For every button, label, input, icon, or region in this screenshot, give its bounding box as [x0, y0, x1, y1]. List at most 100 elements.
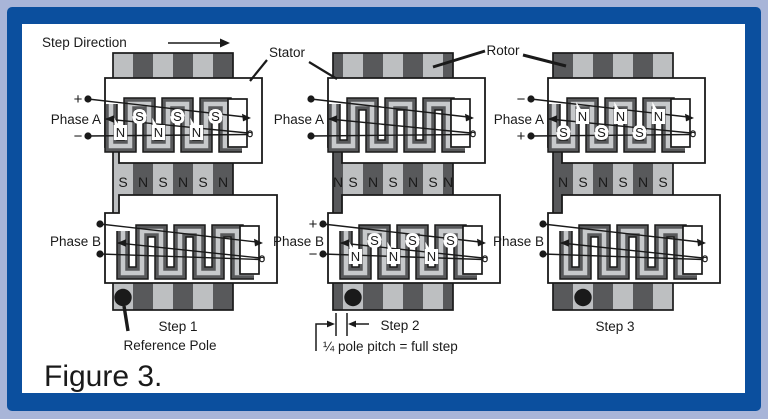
rotor-pole-letter: S	[118, 174, 127, 190]
rotor-pole-letter: S	[428, 174, 437, 190]
wire-end-loop	[259, 256, 265, 263]
coil-pole-letter-top: S	[173, 109, 182, 124]
rotor-pole-letter: N	[368, 174, 378, 190]
coil-wire	[548, 118, 692, 134]
reference-pole-label: Reference Pole	[123, 338, 216, 353]
core-end-plate	[227, 98, 248, 148]
coil-pole-letter-bottom: N	[389, 249, 398, 264]
wire-arrow-left-icon	[105, 115, 114, 123]
pitch-arrow-right-icon	[327, 320, 335, 328]
terminal-dot-bottom	[539, 250, 547, 258]
terminal-dot-bottom	[84, 132, 92, 140]
stator-pointer-right	[308, 61, 338, 80]
wire-arrow-icon	[685, 113, 694, 122]
coil-wire	[87, 133, 249, 137]
polarity-sign-bottom: −	[309, 246, 318, 263]
rotor-pole-letter: S	[388, 174, 397, 190]
terminal-dot-bottom	[307, 132, 315, 140]
phase-label: Phase A	[494, 112, 544, 127]
coil-wire	[99, 223, 258, 243]
polarity-sign-bottom: +	[517, 128, 526, 145]
coil-wire	[542, 223, 701, 243]
wire-end-loop	[482, 256, 488, 263]
coil-pole-letter-bottom: N	[116, 125, 125, 140]
coil-pole-letter-top: N	[578, 109, 587, 124]
reference-pole-dot	[344, 288, 362, 307]
coil-pole-letter-bottom: S	[559, 125, 568, 140]
core-teeth-inner	[563, 228, 697, 276]
coil-wire	[99, 253, 261, 261]
terminal-dot-bottom	[527, 132, 535, 140]
stator-phase-b: Phase B	[493, 194, 721, 284]
rotor-pole-letter: S	[618, 174, 627, 190]
coil-wire	[322, 223, 481, 243]
rotor-outline	[332, 52, 454, 311]
coil-wire	[87, 98, 246, 118]
core-end-plate	[462, 225, 483, 275]
rotor-pole-letter: S	[348, 174, 357, 190]
coil-pole-letter-bottom: S	[635, 125, 644, 140]
core-teeth-inner	[120, 228, 254, 276]
terminal-dot-top	[307, 95, 315, 103]
core-teeth-inner	[331, 101, 465, 149]
rotor-pole-letter: N	[443, 174, 453, 190]
figure-label: Figure 3.	[44, 360, 162, 393]
rotor-pole-letter: N	[138, 174, 148, 190]
terminal-dot-top	[84, 95, 92, 103]
coil-pole-letter-top: N	[616, 109, 625, 124]
pitch-elbow-line	[315, 323, 329, 351]
polarity-sign-bottom: −	[74, 128, 83, 145]
rotor-outline	[552, 52, 674, 311]
wire-arrow-icon	[697, 238, 706, 247]
rotor-pointer-left	[432, 49, 486, 69]
coil-wire	[328, 118, 472, 134]
coil-wire	[530, 98, 689, 118]
wire-arrow-icon	[242, 113, 251, 122]
core-teeth-inner	[551, 101, 685, 149]
coil-pole-letter-bottom: N	[427, 249, 436, 264]
step-direction-label: Step Direction	[42, 35, 127, 50]
phase-label: Phase A	[51, 112, 101, 127]
rotor-pole-letter: N	[408, 174, 418, 190]
rotor-pole-letter: S	[578, 174, 587, 190]
reference-pole-dot	[574, 288, 592, 307]
wire-end-loop	[702, 256, 708, 263]
rotor-pole-dark	[333, 53, 343, 310]
rotor-pole-letter: N	[558, 174, 568, 190]
terminal-dot-top	[319, 220, 327, 228]
core-teeth-inner	[108, 101, 242, 149]
wire-arrow-icon	[465, 113, 474, 122]
phase-label: Phase B	[50, 234, 101, 249]
rotor-pointer-right	[522, 53, 567, 68]
coil-wire	[310, 98, 469, 118]
rotor-label: Rotor	[486, 43, 520, 58]
rotor-pole-letter: N	[638, 174, 648, 190]
coil-wire	[340, 242, 484, 259]
coil-wire	[117, 242, 261, 259]
rotor-pole-letter: S	[198, 174, 207, 190]
coil-pole-letter-top: S	[211, 109, 220, 124]
stator-label: Stator	[269, 45, 306, 60]
wire-arrow-left-icon	[560, 239, 569, 247]
polarity-sign-top: +	[74, 91, 83, 108]
coil-pole-letter-bottom: S	[597, 125, 606, 140]
polarity-sign-top: −	[517, 91, 526, 108]
coil-wire	[530, 133, 692, 137]
polarity-sign-top: +	[309, 216, 318, 233]
step-direction-arrow-icon	[168, 38, 230, 48]
coil-pole-letter-top: S	[135, 109, 144, 124]
step2-caption: Step 2	[380, 318, 419, 333]
wire-end-loop	[247, 131, 253, 138]
core-end-plate	[450, 98, 471, 148]
wire-arrow-left-icon	[117, 239, 126, 247]
pitch-arrow-left-icon	[348, 320, 356, 328]
coil-wire	[322, 253, 484, 261]
stator-phase-b: Phase B	[50, 194, 278, 284]
coil-wire	[105, 118, 249, 134]
